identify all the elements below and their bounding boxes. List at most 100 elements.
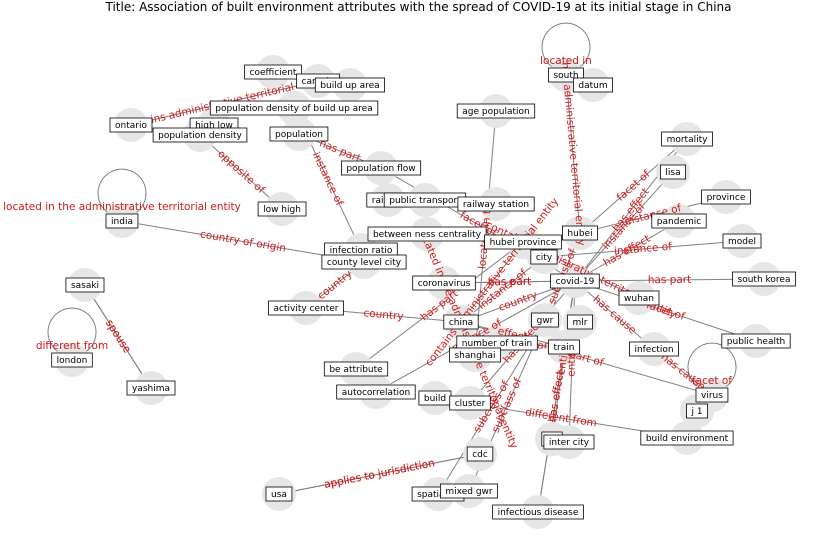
- node-label: mortality: [667, 135, 709, 145]
- node-label: activity center: [274, 304, 339, 314]
- node-label: model: [728, 237, 756, 247]
- node-label: mlr: [573, 318, 588, 328]
- node-south-korea: south korea: [732, 271, 796, 287]
- edge-be-attribute-to-hubei-province: [360, 247, 516, 366]
- edge-label: country of origin: [199, 228, 287, 254]
- node-box: [661, 131, 713, 147]
- node-label: mixed gwr: [445, 487, 493, 497]
- edge-virus-to-virus: [687, 342, 737, 390]
- node-label: train: [554, 343, 575, 353]
- node-box: [651, 213, 707, 229]
- node-label: coefficient: [250, 68, 297, 78]
- edge-label: located in: [540, 55, 592, 67]
- edge-south-to-south: [541, 22, 591, 70]
- node-mlr: mlr: [567, 314, 593, 330]
- node-box: [660, 164, 687, 180]
- edge-covid19-to-lisa: [578, 179, 667, 277]
- node-box: [466, 446, 494, 462]
- node-label: pandemic: [657, 217, 701, 227]
- node-box: [65, 277, 105, 293]
- node-county-level-city: county level city: [321, 254, 407, 270]
- node-label: province: [707, 193, 746, 203]
- node-population-flow: population flow: [340, 160, 422, 176]
- node-label: age population: [462, 107, 530, 117]
- node-label: yashima: [132, 384, 170, 394]
- node-label: shanghai: [454, 351, 495, 361]
- node-box: [686, 403, 709, 419]
- node-covid19: covid-19: [550, 273, 600, 289]
- node-label: inter city: [549, 438, 590, 448]
- node-box: [543, 434, 595, 450]
- node-between-ness: between ness centrality: [367, 226, 487, 242]
- edge-india-to-india: [97, 168, 147, 216]
- node-public-health: public health: [721, 333, 791, 349]
- node-label: virus: [701, 391, 723, 401]
- node-label: ontario: [115, 121, 147, 131]
- node-wuhan: wuhan: [618, 290, 660, 306]
- node-china: china: [443, 314, 479, 330]
- node-city: city: [530, 249, 558, 265]
- node-box: [732, 271, 796, 287]
- edge-label: country: [316, 268, 355, 302]
- edge-india-to-county-level-city: [127, 221, 355, 262]
- node-label: number of train: [462, 339, 532, 349]
- node-label: build environment: [646, 434, 729, 444]
- node-box: [492, 504, 584, 520]
- edge-label: instance of: [614, 241, 673, 258]
- node-label: infection ratio: [330, 246, 393, 256]
- node-label: public health: [727, 337, 785, 347]
- node-build: build: [418, 390, 452, 406]
- node-box: [531, 312, 559, 328]
- node-cdc: cdc: [466, 446, 494, 462]
- node-label: public transport: [389, 196, 461, 206]
- node-province: province: [701, 189, 751, 205]
- node-box: [244, 64, 302, 80]
- node-box: [695, 387, 729, 403]
- node-label: coronavirus: [418, 279, 471, 289]
- node-age-population: age population: [456, 103, 536, 119]
- node-pop-density: population density: [152, 127, 248, 143]
- node-box: [562, 225, 599, 241]
- node-box: [443, 314, 479, 330]
- node-box: [268, 300, 344, 316]
- node-label: j 1: [690, 407, 702, 417]
- node-label: population density: [158, 131, 242, 141]
- node-label: south korea: [738, 275, 791, 285]
- node-box: [51, 352, 93, 368]
- node-label: high low: [195, 121, 233, 131]
- node-box: [457, 196, 535, 212]
- node-virus: virus: [695, 387, 729, 403]
- node-build-up-area: build up area: [314, 77, 385, 93]
- node-pandemic: pandemic: [651, 213, 707, 229]
- node-label: population flow: [346, 164, 415, 174]
- node-label: london: [57, 356, 88, 366]
- node-label: railway station: [463, 200, 529, 210]
- node-coefficient: coefficient: [244, 64, 302, 80]
- edge-label: has part: [648, 274, 692, 286]
- node-label: sasaki: [71, 281, 99, 291]
- node-label: covid-19: [556, 277, 595, 287]
- node-box: [618, 290, 660, 306]
- node-inter-city: inter city: [543, 434, 595, 450]
- node-label: infection: [634, 345, 673, 355]
- node-box: [265, 486, 293, 502]
- edge-hubei-to-province: [585, 198, 717, 233]
- edge-label: applies to jurisdiction: [323, 457, 436, 491]
- edge-label: opposite of: [215, 148, 267, 196]
- node-population: population: [269, 126, 329, 142]
- node-label: hubei province: [490, 238, 557, 248]
- edge-pop-density-to-low-high: [204, 138, 275, 203]
- node-label: cluster: [455, 399, 486, 409]
- edge-label: facet of: [692, 375, 732, 387]
- node-label: usa: [271, 490, 287, 500]
- node-box: [573, 77, 614, 93]
- node-train: train: [548, 339, 580, 355]
- node-infectious-disease: infectious disease: [492, 504, 584, 520]
- node-cluster: cluster: [449, 395, 491, 411]
- edge-usa-to-cdc: [284, 454, 471, 494]
- node-label: low high: [263, 205, 301, 215]
- node-label: between ness centrality: [373, 230, 482, 240]
- node-label: build up area: [320, 81, 379, 91]
- node-box: [530, 249, 558, 265]
